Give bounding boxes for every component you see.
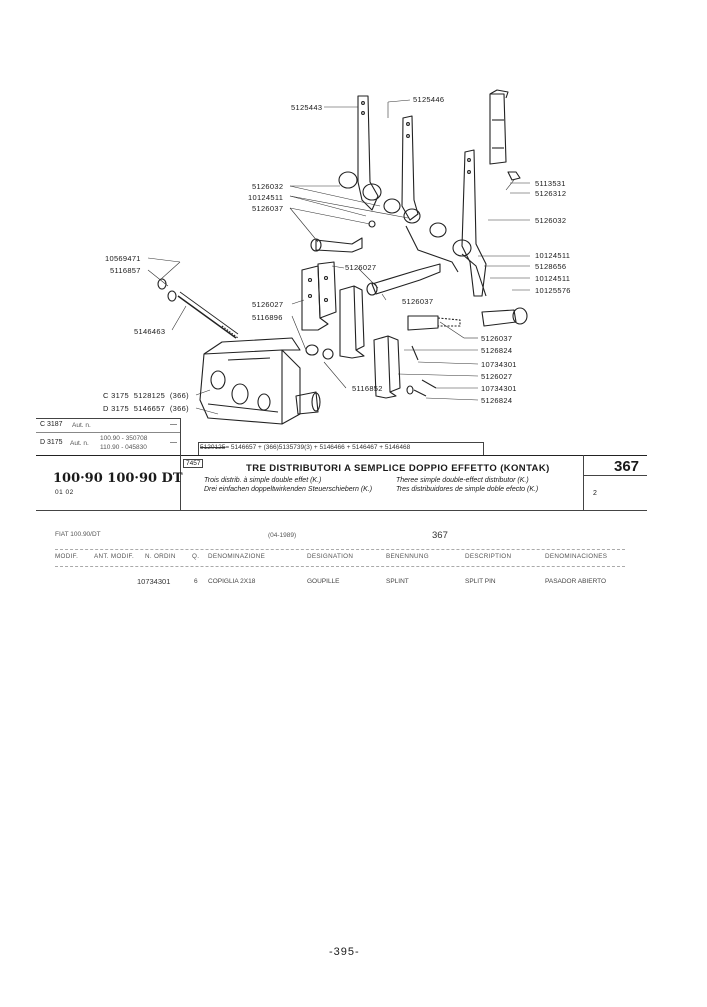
handle-knob [489, 93, 507, 165]
label-part: 10734301 [481, 384, 517, 393]
label-part: 5116852 [352, 384, 383, 393]
divider [180, 455, 181, 510]
label-part: 5126037 [402, 297, 434, 306]
applic-serial: 100.90 - 350708 [100, 435, 148, 442]
notes-strike: 5120125 [200, 444, 226, 451]
label-part: 5128656 [535, 262, 567, 271]
applic-aut: Aut. n. [70, 440, 89, 447]
list-date: (04-1989) [268, 532, 297, 539]
label-part: 5126312 [535, 189, 567, 198]
label-part: 5126027 [252, 300, 284, 309]
divider [583, 455, 584, 510]
applic-serial: 110.90 - 045830 [100, 444, 147, 451]
row-name-en: SPLIT PIN [465, 578, 496, 585]
label-part: 5126032 [535, 216, 567, 225]
col-header: ANT. MODIF. [94, 553, 135, 560]
notes-text: = 5146657 + (366)5135739(3) + 5146466 + … [225, 444, 411, 451]
label-part: 5116896 [252, 313, 283, 322]
col-header: BENENNUNG [386, 553, 429, 560]
lever-2 [401, 115, 419, 221]
divider [36, 510, 647, 511]
divider [55, 549, 625, 550]
bracket-1 [301, 265, 329, 331]
notes-box [198, 442, 484, 455]
label-part: 10569471 [105, 254, 141, 263]
col-header: DESIGNATION [307, 553, 354, 560]
row-name-fr: GOUPILLE [307, 578, 340, 585]
divider [55, 566, 625, 567]
label-part: 10124511 [535, 251, 571, 260]
pin-knob-right [481, 309, 517, 327]
ref-code: C 3175 [103, 391, 129, 400]
list-page: 367 [432, 530, 448, 541]
col-header: DENOMINACIONES [545, 553, 608, 560]
applicability-box [36, 418, 180, 456]
link-rod-2 [371, 263, 441, 295]
lever-1 [357, 95, 379, 211]
col-header: MODIF. [55, 553, 79, 560]
ref-code: D 3175 [103, 404, 129, 413]
ref-line-2: D 3175 5146657 (366) [103, 404, 189, 413]
list-model: FIAT 100.90/DT [55, 531, 101, 538]
subtitle-de: Drei einfachen doppeltwirkenden Steuersc… [204, 486, 373, 493]
label-part: 5126027 [345, 263, 377, 272]
lever-3 [461, 149, 487, 297]
divider [36, 432, 180, 433]
applic-aut: Aut. n. [72, 422, 91, 429]
applic-dash: — [170, 439, 177, 446]
col-header: N. ORDIN [145, 553, 176, 560]
exploded-diagram [147, 89, 530, 425]
label-part: 5126037 [481, 334, 513, 343]
table-number: 7457 [183, 459, 204, 468]
ref-part: 5128125 [133, 391, 166, 400]
label-part: 5126824 [481, 396, 513, 405]
label-part: 5126824 [481, 346, 513, 355]
divider [180, 418, 181, 455]
ref-note: (366) [169, 404, 189, 413]
col-header: DESCRIPTION [465, 553, 512, 560]
label-part: 5126027 [481, 372, 513, 381]
long-rod [177, 295, 237, 339]
label-part: 5113531 [535, 179, 566, 188]
label-part: 10125576 [535, 286, 571, 295]
sheet-number: 2 [593, 490, 597, 497]
row-part-no: 10734301 [137, 577, 171, 586]
ref-note: (366) [169, 391, 189, 400]
valve-block [199, 337, 321, 425]
label-part: 5125446 [413, 95, 445, 104]
subtitle-en: Theree simple double-effect distributor … [396, 477, 529, 484]
notes-line: 5120125= 5146657 + (366)5135739(3) + 514… [200, 444, 410, 451]
applic-code: C 3187 [40, 421, 63, 428]
bracket-2 [317, 261, 337, 319]
page-title: TRE DISTRIBUTORI A SEMPLICE DOPPIO EFFET… [246, 463, 550, 474]
row-name-de: SPLINT [386, 578, 409, 585]
footer-page-label: -395- [329, 946, 360, 958]
model-codes: 01 02 [55, 489, 74, 496]
label-part: 10734301 [481, 360, 517, 369]
label-part: 5116857 [110, 266, 141, 275]
label-part: 5126037 [252, 204, 284, 213]
label-part: 5125443 [291, 103, 323, 112]
row-name-it: COPIGLIA 2X18 [208, 578, 256, 585]
ref-part: 5146657 [133, 404, 166, 413]
applic-dash: — [170, 421, 177, 428]
label-part: 5146463 [134, 327, 166, 336]
col-header: Q. [192, 553, 200, 560]
label-part: 10124511 [248, 193, 284, 202]
ref-line-1: C 3175 5128125 (366) [103, 391, 189, 400]
model-names: 100·90 100·90 DT [53, 471, 183, 486]
applic-code: D 3175 [40, 439, 63, 446]
subtitle-es: Tres distribuidores de simple doble efec… [396, 486, 539, 493]
label-part: 5126032 [252, 182, 284, 191]
row-qty: 6 [194, 578, 198, 585]
row-name-es: PASADOR ABIERTO [545, 578, 607, 585]
link-rod-1 [315, 237, 363, 253]
label-part: 10124511 [535, 274, 571, 283]
col-header: DENOMINAZIONE [208, 553, 266, 560]
divider [36, 455, 647, 456]
subtitle-fr: Trois distrib. à simple double effet (K.… [204, 477, 322, 484]
page-number: 367 [614, 458, 640, 475]
divider [583, 475, 647, 476]
